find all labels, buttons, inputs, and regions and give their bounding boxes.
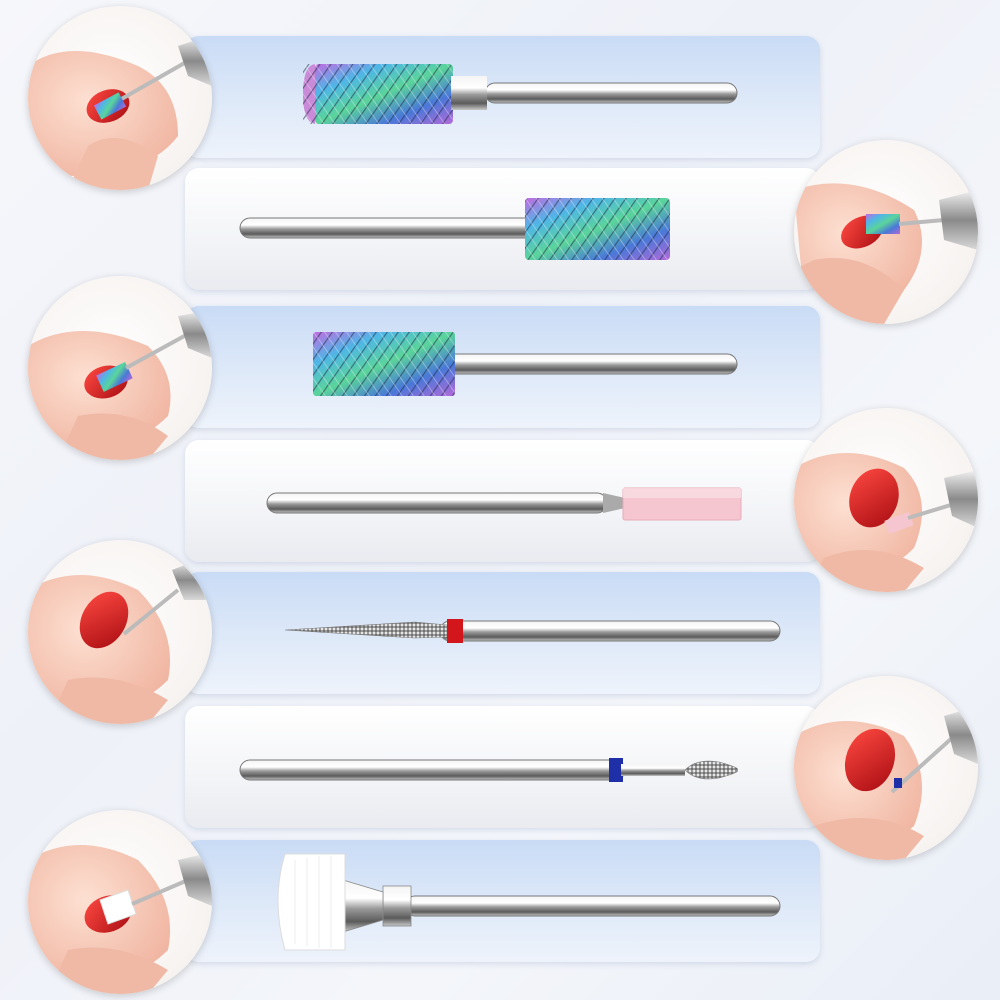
bit-panel-4	[185, 440, 820, 562]
carbide-barrel-rounded-bit	[303, 64, 738, 124]
carbide-barrel-flat-bit	[313, 332, 738, 396]
usage-photo-6	[794, 676, 978, 860]
bit-panel-7	[185, 840, 820, 962]
usage-photo-4	[794, 408, 978, 592]
white-cleaning-brush-bit	[277, 853, 781, 951]
carbide-barrel-small-bit	[239, 198, 670, 260]
bit-panel-2	[185, 168, 820, 290]
bit-panel-3	[185, 306, 820, 428]
usage-photo-7	[28, 810, 212, 994]
bit-panel-1	[185, 36, 820, 158]
bit-panel-6	[185, 706, 820, 828]
diamond-needle-red-band-bit	[284, 619, 781, 643]
pink-stone-cylinder-bit	[266, 487, 742, 521]
usage-photo-3	[28, 276, 212, 460]
usage-photo-1	[28, 6, 212, 190]
usage-photo-5	[28, 540, 212, 724]
bit-panel-5	[185, 572, 820, 694]
diamond-flame-blue-band-bit	[239, 758, 738, 782]
usage-photo-2	[794, 140, 978, 324]
